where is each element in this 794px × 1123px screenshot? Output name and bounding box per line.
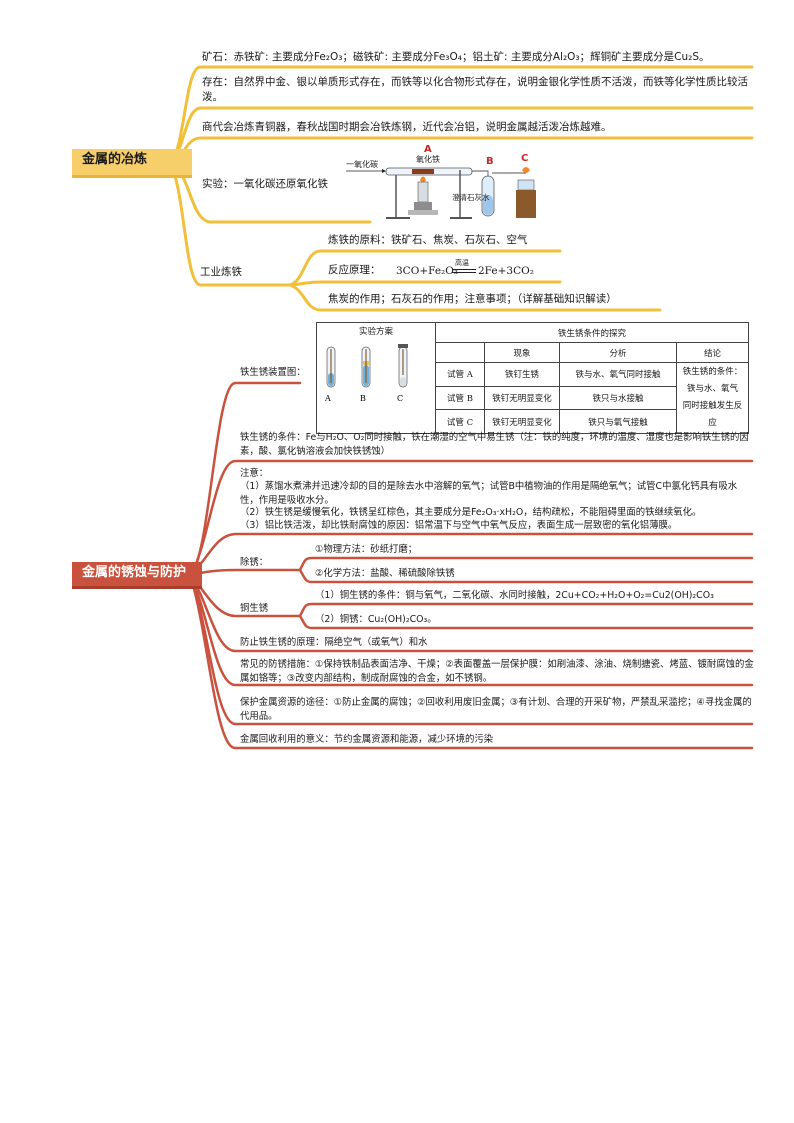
rust-device-label: 铁生锈装置图： <box>240 367 306 378</box>
copper-condition: （1）铜生锈的条件：铜与氧气，二氧化碳、水同时接触，2Cu+CO₂+H₂O+O₂… <box>315 590 714 601</box>
table-row: 试管 C 铁钉无明显变化 铁只与氧气接触 <box>317 409 749 434</box>
connector-derust-2 <box>298 568 754 584</box>
fe2o3-label: 氧化铁 <box>416 154 440 164</box>
protect-text: 保护金属资源的途径：①防止金属的腐蚀；②回收利用废旧金属；③有计划、合理的开采矿… <box>240 697 752 722</box>
tube-cell: 试管 C <box>435 409 485 434</box>
derust-physical: ①物理方法：砂纸打磨； <box>315 544 418 555</box>
industrial-label: 工业炼铁 <box>200 266 242 278</box>
derust-chemical: ②化学方法：盐酸、稀硫酸除铁锈 <box>315 568 455 579</box>
derust-label: 除锈： <box>240 557 269 568</box>
analysis-cell: 铁只与氧气接触 <box>559 409 677 434</box>
connector-derust <box>188 568 302 577</box>
scheme-cell: 实验方案 A B C <box>316 322 436 434</box>
tube-label-a: A <box>324 394 331 403</box>
connector-roles <box>288 283 662 312</box>
rust-condition-text: 铁生锈的条件：Fe与H₂O、O₂同时接触，铁在潮湿的空气中易生锈（注：铁的纯度，… <box>240 432 749 457</box>
root-metal-smelting-label: 金属的冶炼 <box>82 152 148 167</box>
phenomenon-cell: 铁钉无明显变化 <box>484 385 560 411</box>
conclusion-header: 结论 <box>676 342 749 363</box>
co-reduction-apparatus: 一氧化碳 氧化铁 A B C 澄清石灰水 <box>346 144 536 219</box>
existence-text: 存在：自然界中金、银以单质形式存在，而铁等以化合物形式存在，说明金银化学性质不活… <box>202 76 748 103</box>
connector-copper-1 <box>298 602 754 618</box>
note-2: （2）铁生锈是缓慢氧化，铁锈呈红棕色，其主要成分是Fe₂O₃·xH₂O，结构疏松… <box>240 507 702 518</box>
limewater-label: 澄清石灰水 <box>452 192 490 202</box>
tube-label-b: B <box>360 394 366 403</box>
principle-text: 防止铁生锈的原理：隔绝空气（或氧气）和水 <box>240 637 428 648</box>
analysis-cell: 铁只与水接触 <box>559 385 677 411</box>
reaction-equals <box>452 269 476 273</box>
connector-measures <box>188 573 754 687</box>
reaction-label: 反应原理： <box>328 264 381 276</box>
co-label: 一氧化碳 <box>346 159 378 169</box>
conclusion-cell: 铁生锈的条件： 铁与水、氧气 同时接触发生反应 <box>676 362 749 434</box>
measures-text: 常见的防锈措施：①保持铁制品表面洁净、干燥；②表面覆盖一层保护膜：如刷油漆、涂油… <box>240 659 754 684</box>
phenomenon-cell: 铁钉无明显变化 <box>484 409 560 434</box>
conclusion-line-3: 同时接触发生反应 <box>682 401 743 428</box>
analysis-cell: 铁与水、氧气同时接触 <box>559 362 677 387</box>
reaction-left: 3CO+Fe₂O₃ <box>396 265 459 277</box>
rust-experiment-table: 实验方案 A B C 铁生锈条件的探究 现象 分析 结论 <box>316 322 749 434</box>
copper-rust: （2）铜锈：Cu₂(OH)₂CO₃。 <box>315 614 437 625</box>
raw-materials: 炼铁的原料：铁矿石、焦炭、石灰石、空气 <box>328 234 528 246</box>
tube-cell: 试管 B <box>435 385 485 411</box>
note-3: （3）铝比铁活泼，却比铁耐腐蚀的原因：铝常温下与空气中氧气反应，表面生成一层致密… <box>240 520 678 531</box>
ore-text: 矿石：赤铁矿: 主要成分Fe₂O₃；磁铁矿: 主要成分Fe₃O₄；铝土矿: 主要… <box>202 51 710 63</box>
recycle-text: 金属回收利用的意义：节约金属资源和能源，减少环境的污染 <box>240 734 494 745</box>
phenomenon-header: 现象 <box>484 342 560 363</box>
tube-cell: 试管 A <box>435 362 485 387</box>
roles-text: 焦炭的作用；石灰石的作用；注意事项；（详解基础知识解读） <box>328 293 617 305</box>
reaction-condition: 高温 <box>455 259 469 267</box>
connector-derust-1 <box>298 556 754 572</box>
connector-copper-2 <box>298 614 754 630</box>
scheme-header: 实验方案 <box>358 327 393 337</box>
table-row: 试管 A 铁钉生锈 铁与水、氧气同时接触 铁生锈的条件： 铁与水、氧气 同时接触… <box>317 362 749 434</box>
note-1: （1）蒸馏水煮沸并迅速冷却的目的是除去水中溶解的氧气；试管B中植物油的作用是隔绝… <box>240 481 738 506</box>
connector-recycle <box>188 573 754 750</box>
root-corrosion-protection: 金属的锈蚀与防护 <box>72 562 202 589</box>
root-metal-smelting: 金属的冶炼 <box>72 149 192 178</box>
phenomenon-cell: 铁钉生锈 <box>484 362 560 387</box>
tube-label-c: C <box>397 394 403 403</box>
experiment-text: 实验：一氧化碳还原氧化铁 <box>202 178 328 190</box>
analysis-header: 分析 <box>559 342 677 363</box>
note-title: 注意： <box>240 468 269 479</box>
explore-header: 铁生锈条件的探究 <box>435 322 749 343</box>
conclusion-line-1: 铁生锈的条件： <box>682 367 743 377</box>
connector-reaction <box>288 280 562 287</box>
label-b: B <box>486 156 494 167</box>
blank-header <box>435 342 485 363</box>
label-a: A <box>424 144 432 155</box>
copper-label: 铜生锈 <box>240 603 269 614</box>
conclusion-line-2: 铁与水、氧气 <box>686 384 738 394</box>
reaction-right: 2Fe+3CO₂ <box>478 265 534 277</box>
label-c: C <box>521 153 528 164</box>
root-corrosion-label: 金属的锈蚀与防护 <box>82 565 187 580</box>
history-text: 商代会冶炼青铜器，春秋战国时期会冶铁炼钢，近代会冶铝，说明金属越活泼冶炼越难。 <box>202 121 612 133</box>
connector-raw <box>288 249 562 287</box>
test-tubes-figure: A B C <box>324 344 408 403</box>
